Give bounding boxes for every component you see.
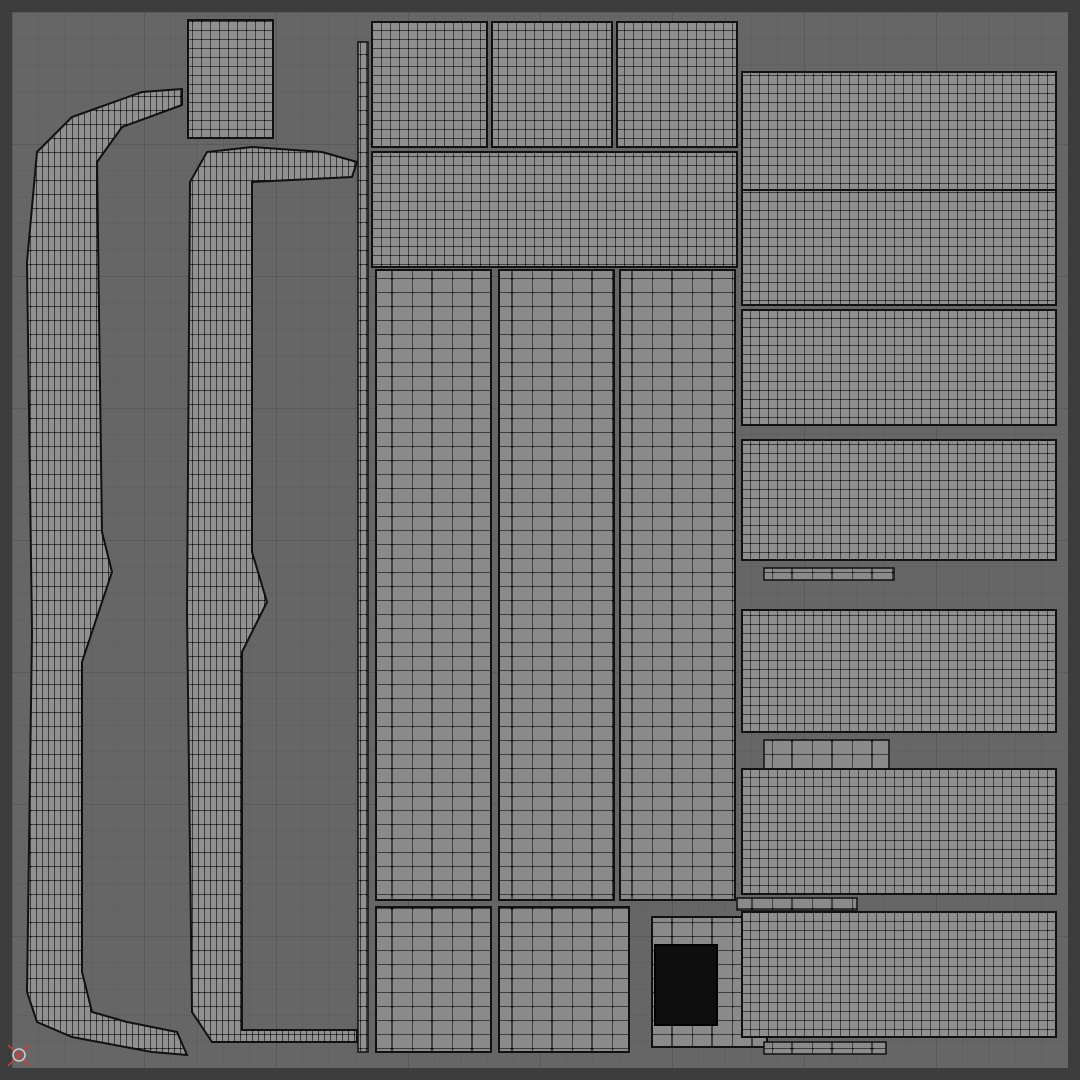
- island-column-block-b: [498, 269, 630, 1053]
- island-top-small-block: [187, 19, 274, 139]
- uv-origin-axis-icon: [7, 1044, 31, 1067]
- island-right-panels: [736, 71, 1057, 1055]
- dense-cluster: [654, 944, 718, 1026]
- island-column-block-a: [375, 269, 492, 1053]
- island-mid-strip: [185, 145, 359, 1043]
- island-left-strip: [25, 87, 189, 1057]
- uv-canvas[interactable]: [12, 12, 1068, 1068]
- island-top-row-blocks: [371, 21, 738, 148]
- island-separator: [357, 41, 369, 1053]
- island-wavy-block-1: [371, 151, 738, 268]
